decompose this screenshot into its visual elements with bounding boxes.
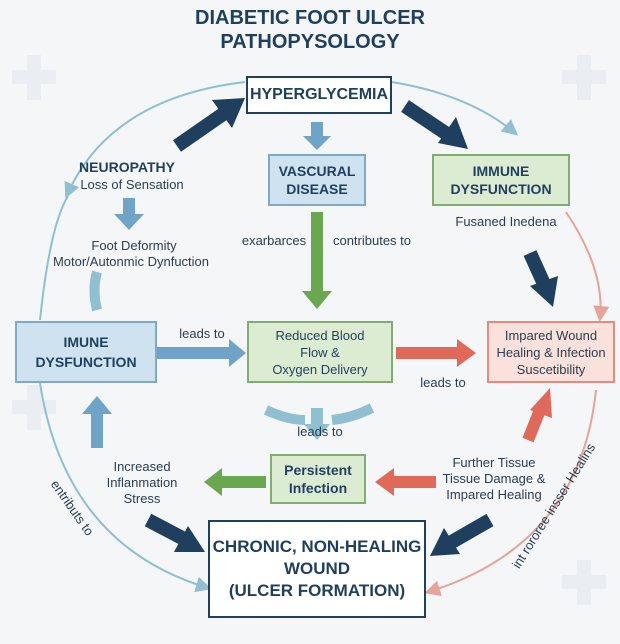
arrow-shaft-red-1 [396, 347, 458, 359]
arrowhead-blue-3 [229, 339, 246, 367]
label-impaired-healing: Impared Healing [446, 487, 542, 502]
node-immune-top-line1: IMMUNE [472, 163, 530, 179]
node-blood-flow-line3: Oxygen Delivery [272, 361, 368, 377]
arrowhead-navy-3 [530, 276, 558, 307]
label-motor-autonomic: Motor/Autonmic Dynfuction [52, 254, 210, 269]
label-contributes-to: contributes to [332, 233, 412, 248]
node-immune-left-line1: IMUNE [63, 334, 109, 350]
label-foot-deformity: Foot Deformity [91, 238, 177, 253]
diagram-title-line1: DIABETIC FOOT ULCER [195, 7, 425, 29]
arrow-shaft-blue-5 [311, 408, 323, 424]
node-chronic-line2: WOUND [283, 559, 351, 578]
label-leads-to-1: leads to [179, 326, 225, 341]
arrow-hyperglycemia-to-immune [401, 100, 454, 142]
arrowhead-red-1 [457, 339, 476, 367]
diagram-title-line2: PATHOPYSOLOGY [220, 31, 400, 53]
label-leads-to-3: leads to [297, 424, 343, 439]
node-impaired-wound-healing: Impared Wound Healing & Infection Suscet… [487, 321, 615, 383]
node-wound-healing-line3: Suscetibility [516, 361, 586, 377]
label-loss-of-sensation: Loss of Sensation [80, 177, 184, 192]
node-vascular-line1: VASCURAL [278, 163, 356, 179]
node-vascular-line2: DISEASE [286, 181, 348, 197]
label-tissue-damage: Tissue Damage & [442, 471, 546, 486]
outer-cycle-arc-top-left [64, 81, 246, 199]
curved-segment-left [89, 270, 102, 312]
node-wound-healing-line2: Healing & Infection [496, 344, 606, 360]
label-increased: Increased [113, 459, 171, 474]
outer-cycle-arc-top-right [391, 81, 519, 136]
node-chronic-wound: CHRONIC, NON-HEALING WOUND (ULCER FORMAT… [208, 520, 426, 618]
arrow-shaft-blue-3 [157, 347, 229, 359]
node-infection-line2: Infection [288, 480, 348, 496]
arrow-shaft-green-2 [222, 476, 266, 488]
node-infection-line1: Persistent [284, 462, 352, 478]
node-reduced-blood-flow: Reduced Blood Flow & Oxygen Delivery [247, 321, 393, 383]
arrowhead-red-3 [530, 388, 552, 418]
node-immune-dysfunction-top: IMMUNE DYSFUNCTION [432, 154, 570, 206]
node-persistent-infection: Persistent Infection [270, 454, 366, 504]
label-exarbarces: exarbarces [241, 233, 307, 248]
arrowhead-blue-5 [304, 424, 330, 440]
arrowhead-blue-4 [82, 396, 112, 414]
label-neuropathy: NEUROPATHY [79, 159, 175, 175]
arrowhead-blue-2 [114, 214, 144, 230]
label-stress: Stress [123, 491, 161, 506]
node-chronic-line3: (ULCER FORMATION) [228, 581, 406, 600]
arrowhead-navy-5 [430, 528, 460, 556]
arrow-inflammation-to-chronic [144, 513, 190, 547]
arrow-shaft-blue-2 [123, 198, 135, 214]
label-inflammation: Inflanmation [106, 475, 178, 490]
curved-segment-mid-left [263, 405, 306, 425]
node-wound-healing-line1: Impared Wound [504, 327, 598, 343]
node-blood-flow-line2: Flow & [300, 344, 340, 360]
node-immune-dysfunction-left: IMUNE DYSFUNCTION [15, 321, 157, 383]
arrow-immune-to-wound-healing [523, 250, 551, 287]
arrowhead-navy-4 [174, 526, 205, 552]
node-hyperglycemia-label: HYPERGLYCEMIA [249, 86, 389, 103]
arrow-shaft-red-2 [394, 476, 436, 488]
node-chronic-line1: CHRONIC, NON-HEALING [212, 537, 422, 556]
outer-cycle-arc-bottom-right [424, 389, 597, 597]
arrow-shaft-green-1 [311, 212, 323, 292]
arrow-shaft-blue-1 [311, 122, 323, 136]
arrowhead-navy-2 [438, 117, 468, 149]
node-vascular-disease: VASCURAL DISEASE [268, 154, 366, 206]
outer-cycle-arc-bottom-left [39, 382, 212, 593]
arrow-tissue-to-chronic [446, 513, 494, 550]
node-immune-top-line2: DYSFUNCTION [450, 181, 552, 197]
arrowhead-green-2 [204, 468, 222, 496]
node-hyperglycemia: HYPERGLYCEMIA [246, 76, 392, 114]
node-immune-left-line2: DYSFUNCTION [35, 354, 137, 370]
arrow-neuropathy-to-hyperglycemia [173, 106, 230, 152]
node-blood-flow-line1: Reduced Blood [275, 327, 365, 343]
label-leads-to-2: leads to [420, 375, 466, 390]
arrow-shaft-blue-4 [91, 414, 103, 448]
outer-cycle-arc-left [39, 195, 69, 321]
arrow-tissue-to-wound-healing [522, 407, 546, 443]
arrowhead-navy-1 [212, 98, 245, 128]
label-fusaned-inedena: Fusaned Inedena [455, 214, 557, 229]
outer-cycle-arc-right [565, 211, 610, 322]
label-further-tissue: Further Tissue [452, 455, 536, 470]
arrowhead-green-1 [302, 291, 332, 309]
arrowhead-red-2 [375, 468, 394, 496]
curved-segment-mid-right [331, 403, 375, 425]
arrowhead-blue-1 [303, 136, 331, 150]
